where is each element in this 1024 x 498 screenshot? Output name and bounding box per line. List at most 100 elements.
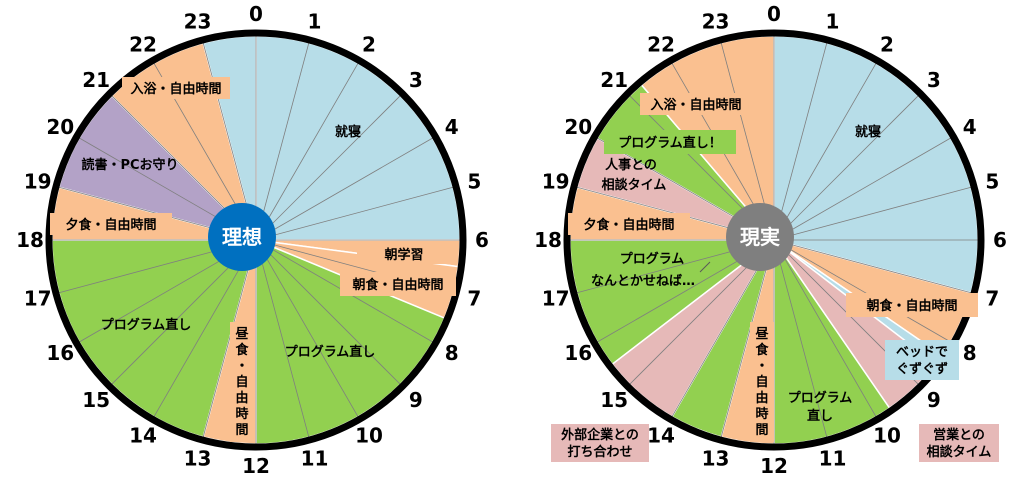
real-label-bath: 入浴・自由時間 xyxy=(650,97,741,113)
real-label-bg xyxy=(919,424,999,462)
real-hour-line xyxy=(773,239,828,438)
ideal-lunch-char: 昼 xyxy=(235,326,248,342)
real-label-sales-1: 営業との xyxy=(933,427,985,443)
real-hour-line xyxy=(773,95,919,241)
real-hour-21: 21 xyxy=(600,68,628,92)
ideal-clock-rim xyxy=(45,29,467,451)
real-hour-3: 3 xyxy=(927,68,941,92)
real-label-somehow-1: プログラム xyxy=(620,251,685,267)
real-label-hr-1: 人事との xyxy=(605,157,657,173)
real-lunch-char: 由 xyxy=(755,390,768,406)
real-hour-8: 8 xyxy=(963,341,977,365)
ideal-hour-12: 12 xyxy=(242,454,270,478)
ideal-hour-line xyxy=(255,95,401,241)
real-hour-9: 9 xyxy=(927,388,941,412)
real-hour-10: 10 xyxy=(873,424,901,448)
ideal-hour-13: 13 xyxy=(184,446,212,470)
ideal-hour-1: 1 xyxy=(308,10,322,34)
ideal-label-reading: 読書・PCお守り xyxy=(81,157,178,173)
real-label-bg xyxy=(604,130,736,154)
real-hour-15: 15 xyxy=(600,388,628,412)
real-label-bg xyxy=(846,293,978,317)
real-label-lunch: 昼食・自由時間 xyxy=(750,322,774,442)
ideal-hour-5: 5 xyxy=(467,170,481,194)
real-label-bg xyxy=(568,213,690,235)
ideal-hour-14: 14 xyxy=(129,424,157,448)
real-hour-18: 18 xyxy=(534,228,562,252)
real-hour-line xyxy=(720,239,775,438)
real-label-bg xyxy=(640,93,752,115)
ideal-hour-11: 11 xyxy=(301,446,329,470)
real-hour-2: 2 xyxy=(880,32,894,56)
ideal-hour-4: 4 xyxy=(445,115,459,139)
ideal-hour-line xyxy=(255,239,310,438)
real-label-dinner: 夕食・自由時間 xyxy=(583,217,674,233)
real-hour-0: 0 xyxy=(767,2,781,26)
ideal-label-program-left: プログラム直し xyxy=(101,317,192,333)
real-clock-rim xyxy=(563,29,985,451)
ideal-hour-22: 22 xyxy=(129,32,157,56)
real-hour-5: 5 xyxy=(985,170,999,194)
ideal-center-hub xyxy=(208,203,276,271)
real-center-hub xyxy=(726,203,794,271)
ideal-label-lunch: 昼食・自由時間 xyxy=(230,322,254,442)
ideal-hour-0: 0 xyxy=(249,2,263,26)
real-hour-19: 19 xyxy=(542,170,570,194)
ideal-lunch-char: 時 xyxy=(235,406,248,422)
ideal-hour-line xyxy=(255,186,454,241)
real-hour-1: 1 xyxy=(826,10,840,34)
real-leader-line xyxy=(699,261,711,273)
real-hour-6: 6 xyxy=(993,228,1007,252)
real-hour-23: 23 xyxy=(702,10,730,34)
real-hour-line xyxy=(773,239,972,294)
ideal-hour-9: 9 xyxy=(409,388,423,412)
ideal-lunch-char: 自 xyxy=(235,374,248,390)
real-hour-line xyxy=(773,239,877,417)
ideal-label-program-right: プログラム直し xyxy=(285,344,376,360)
ideal-hour-10: 10 xyxy=(355,424,383,448)
real-hour-22: 22 xyxy=(647,32,675,56)
ideal-hour-19: 19 xyxy=(24,170,52,194)
ideal-lunch-char: 由 xyxy=(235,390,248,406)
real-lunch-bg xyxy=(750,322,774,442)
real-label-somehow-2: なんとかせねば… xyxy=(591,274,695,289)
real-label-program-2: 直し xyxy=(807,408,833,424)
ideal-center-label: 理想 xyxy=(222,225,262,249)
real-hour-17: 17 xyxy=(542,287,570,311)
ideal-lunch-char: 間 xyxy=(235,423,248,438)
real-hour-7: 7 xyxy=(985,287,999,311)
real-hour-line xyxy=(773,137,951,241)
ideal-label-dinner: 夕食・自由時間 xyxy=(65,217,156,233)
real-label-bed-1: ベッドで xyxy=(896,345,948,360)
ideal-label-bg xyxy=(122,77,230,99)
ideal-hour-line xyxy=(255,239,359,417)
ideal-hour-line xyxy=(255,42,310,241)
real-lunch-char: 昼 xyxy=(755,326,768,342)
real-label-bg xyxy=(551,424,649,462)
ideal-hour-line xyxy=(255,137,433,241)
ideal-hour-2: 2 xyxy=(362,32,376,56)
real-label-external-2: 打ち合わせ xyxy=(567,444,632,460)
real-lunch-char: 間 xyxy=(755,423,768,438)
ideal-hour-18: 18 xyxy=(16,228,44,252)
real-hour-11: 11 xyxy=(819,446,847,470)
real-hour-line xyxy=(773,186,972,241)
ideal-hour-16: 16 xyxy=(46,341,74,365)
ideal-lunch-char: 食 xyxy=(235,342,249,358)
real-lunch-char: ・ xyxy=(755,359,768,374)
real-label-program-1: プログラム xyxy=(788,390,853,406)
ideal-label-bath: 入浴・自由時間 xyxy=(130,81,221,97)
real-label-breakfast: 朝食・自由時間 xyxy=(866,298,957,314)
ideal-label-morning-study: 朝学習 xyxy=(384,247,423,263)
ideal-hour-6: 6 xyxy=(475,228,489,252)
real-lunch-char: 自 xyxy=(755,374,768,390)
real-label-sales-2: 相談タイム xyxy=(927,444,992,460)
real-hour-13: 13 xyxy=(702,446,730,470)
ideal-hour-3: 3 xyxy=(409,68,423,92)
